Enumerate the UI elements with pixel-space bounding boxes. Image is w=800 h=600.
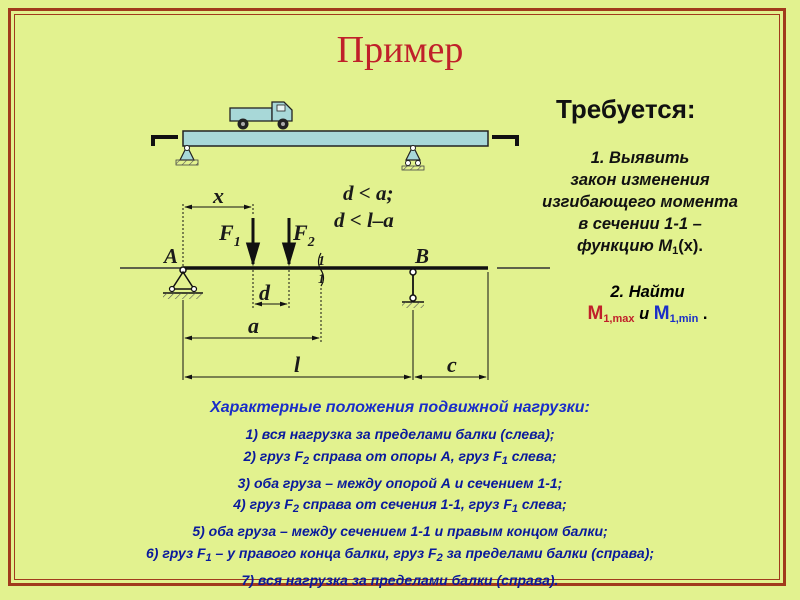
section-1-1-mark — [317, 252, 325, 287]
label-l: l — [294, 352, 301, 377]
bridge-sketch — [151, 101, 519, 171]
label-support-b: B — [414, 244, 429, 268]
requirement-item-1: 1. Выявить закон изменения изгибающего м… — [510, 147, 770, 262]
requirement-heading: Требуется: — [556, 94, 696, 124]
pin-support-icon — [175, 144, 199, 166]
slide-inner-frame — [14, 14, 780, 580]
req1-line-2: закон изменения — [570, 171, 710, 189]
roller-support-icon — [401, 144, 425, 171]
req1-line-4: в сечении 1-1 – — [578, 215, 702, 233]
slide-frame — [8, 8, 786, 586]
beam-scheme: x F1 F2 A B d a l c 1 1 d < a; d < l–a — [120, 181, 550, 380]
req2-extremes: M1,max и M1,min . — [587, 303, 708, 325]
right-abutment — [492, 135, 519, 146]
position-item: 3) оба груза – между опорой А и сечением… — [237, 474, 563, 491]
label-a: a — [248, 313, 259, 338]
support-a-icon — [163, 266, 203, 299]
label-section-top: 1 — [318, 254, 325, 269]
position-item: 5) оба груза – между сечением 1-1 и прав… — [192, 523, 608, 540]
label-c: c — [447, 352, 457, 377]
requirement-item-2: 2. Найти M1,max и M1,min . — [540, 281, 755, 330]
support-b-icon — [402, 268, 424, 308]
label-f2: F2 — [292, 220, 315, 250]
truck-icon — [229, 101, 293, 130]
req2-line-1: 2. Найти — [610, 283, 685, 301]
positions-heading: Характерные положения подвижной нагрузки… — [210, 399, 590, 416]
req1-line-3: изгибающего момента — [542, 193, 738, 211]
positions-list: 1) вся нагрузка за пределами балки (слев… — [0, 424, 800, 592]
label-d: d — [259, 280, 271, 305]
position-item: 1) вся нагрузка за пределами балки (слев… — [245, 426, 555, 442]
position-item: 6) груз F1 – у правого конца балки, груз… — [145, 544, 655, 564]
label-support-a: A — [162, 244, 178, 268]
slide-title: Пример — [336, 29, 464, 71]
label-section-bottom: 1 — [318, 272, 325, 287]
label-condition-2: d < l–a — [334, 208, 394, 232]
label-condition-1: d < a; — [343, 181, 393, 205]
req1-line-1: 1. Выявить — [590, 149, 690, 167]
left-abutment — [151, 135, 178, 146]
position-item: 2) груз F2 справа от опоры А, груз F1 сл… — [243, 447, 557, 467]
label-x: x — [212, 183, 224, 208]
label-f1: F1 — [218, 220, 241, 250]
req1-function: функцию M1(x). — [577, 237, 703, 257]
dimension-lines — [182, 204, 489, 380]
position-item: 7) вся нагрузка за пределами балки (спра… — [241, 571, 559, 588]
bridge-span — [182, 130, 489, 147]
position-item: 4) груз F2 справа от сечения 1-1, груз F… — [233, 496, 567, 516]
